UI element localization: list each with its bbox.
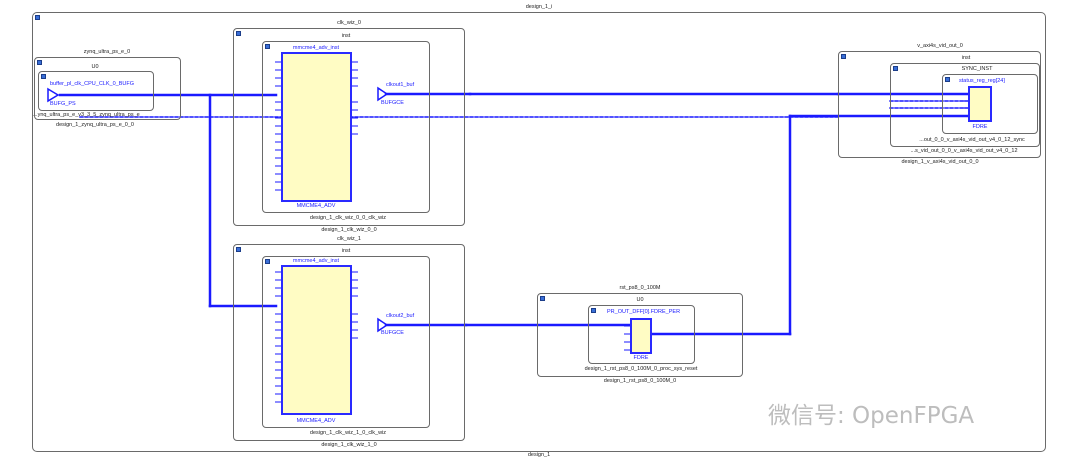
- clkwiz0-mmcm-prim: MMCME4_ADV: [296, 203, 336, 209]
- clkwiz0-inst-label: inst: [341, 33, 351, 39]
- rst-cell-label: rst_ps8_0_100M: [619, 285, 661, 291]
- collapse-top-icon[interactable]: [35, 15, 40, 20]
- collapse-clkwiz1-inst-icon[interactable]: [265, 259, 270, 264]
- collapse-rst-inst-icon[interactable]: [591, 308, 596, 313]
- rst-inst-box[interactable]: [588, 305, 695, 364]
- clkwiz0-cell-label: clk_wiz_0: [337, 20, 361, 26]
- collapse-vout-icon[interactable]: [841, 54, 846, 59]
- clkwiz1-module: design_1_clk_wiz_1_0: [321, 442, 377, 448]
- clkwiz0-buf-prim: BUFGCE: [381, 100, 404, 106]
- collapse-clkwiz0-icon[interactable]: [236, 31, 241, 36]
- collapse-vout-inst-icon[interactable]: [893, 66, 898, 71]
- vout-module: design_1_v_axi4s_vid_out_0_0: [901, 159, 979, 165]
- vout-reg-name: status_reg_reg[24]: [959, 78, 1005, 84]
- clkwiz1-inst-label: inst: [341, 248, 351, 254]
- rst-cell-box[interactable]: [537, 293, 743, 377]
- clkwiz0-module: design_1_clk_wiz_0_0: [321, 227, 377, 233]
- vout-inst-module: ...s_vid_out_0_0_v_axi4s_vid_out_v4_0_12: [910, 148, 1018, 154]
- clkwiz1-mmcm-block[interactable]: [281, 265, 352, 415]
- clkwiz1-buf-prim: BUFGCE: [381, 330, 404, 336]
- clkwiz0-inst-module: design_1_clk_wiz_0_0_clk_wiz: [309, 215, 387, 221]
- zynq-inst-path: ...ynq_ultra_ps_e_v3_3_5_zynq_ultra_ps_e: [33, 112, 140, 118]
- bufg-ps-symbol: [47, 87, 60, 103]
- zynq-cell-box[interactable]: [34, 57, 181, 120]
- vout-sync-module: ...out_0_0_v_axi4s_vid_out_v4_0_12_sync: [919, 137, 1025, 143]
- zynq-module-label: design_1_zynq_ultra_ps_e_0_0: [56, 122, 134, 128]
- bufgce2-symbol: [377, 317, 389, 333]
- rst-ff-name: PR_OUT_DFF[0].FDRE_PER: [607, 309, 681, 315]
- clkwiz1-mmcm-name: mmcme4_adv_inst: [292, 258, 340, 264]
- vout-inst-box[interactable]: [890, 63, 1040, 147]
- clkwiz0-mmcm-name: mmcme4_adv_inst: [292, 45, 340, 51]
- vout-sync-label: SYNC_INST: [961, 66, 993, 72]
- watermark-text: 微信号: OpenFPGA: [768, 403, 975, 429]
- clkwiz1-inst-box[interactable]: [262, 256, 430, 428]
- clkwiz1-buf-name: clkout2_buf: [386, 313, 415, 319]
- zynq-inst-box[interactable]: [38, 71, 154, 111]
- collapse-zynq-inst-icon[interactable]: [41, 74, 46, 79]
- rst-inst-module: design_1_rst_ps8_0_100M_0_proc_sys_reset: [584, 366, 698, 372]
- clkwiz0-inst-box[interactable]: [262, 41, 430, 213]
- vout-cell-box[interactable]: [838, 51, 1041, 158]
- collapse-vout-sync-icon[interactable]: [945, 77, 950, 82]
- top-bottom-label: design_1: [527, 452, 551, 458]
- clkwiz1-inst-module: design_1_clk_wiz_1_0_clk_wiz: [309, 430, 387, 436]
- collapse-zynq-icon[interactable]: [37, 60, 42, 65]
- zynq-cell-label: zynq_ultra_ps_e_0: [83, 49, 131, 55]
- rst-inst-label: U0: [636, 297, 644, 303]
- clkwiz0-mmcm-block[interactable]: [281, 52, 352, 202]
- zynq-buf-prim: BUFG_PS: [50, 101, 76, 107]
- clkwiz1-cell-box[interactable]: [233, 244, 465, 441]
- clkwiz1-mmcm-prim: MMCME4_ADV: [296, 418, 336, 424]
- rst-ff-prim: FDRE: [633, 355, 649, 361]
- vout-cell-label: v_axi4s_vid_out_0: [917, 43, 963, 49]
- top-title: design_1_i: [525, 4, 553, 10]
- vout-reg-block[interactable]: [968, 86, 992, 122]
- vout-inst-label: inst: [961, 55, 971, 61]
- clkwiz0-buf-name: clkout1_buf: [386, 82, 415, 88]
- bufgce1-symbol: [377, 86, 389, 102]
- rst-ff-block[interactable]: [630, 318, 652, 354]
- vout-sync-box[interactable]: [942, 74, 1038, 134]
- collapse-clkwiz1-icon[interactable]: [236, 247, 241, 252]
- zynq-inst-label: U0: [91, 64, 99, 70]
- zynq-buf-name: buffer_pl_clk_CPU_CLK_0_BUFG: [50, 81, 134, 87]
- design-top-box[interactable]: [32, 12, 1046, 452]
- clkwiz0-cell-box[interactable]: [233, 28, 465, 226]
- collapse-clkwiz0-inst-icon[interactable]: [265, 44, 270, 49]
- collapse-rst-icon[interactable]: [540, 296, 545, 301]
- vout-reg-prim: FDRE: [972, 124, 988, 130]
- rst-module: design_1_rst_ps8_0_100M_0: [603, 378, 677, 384]
- clkwiz1-cell-label: clk_wiz_1: [337, 236, 361, 242]
